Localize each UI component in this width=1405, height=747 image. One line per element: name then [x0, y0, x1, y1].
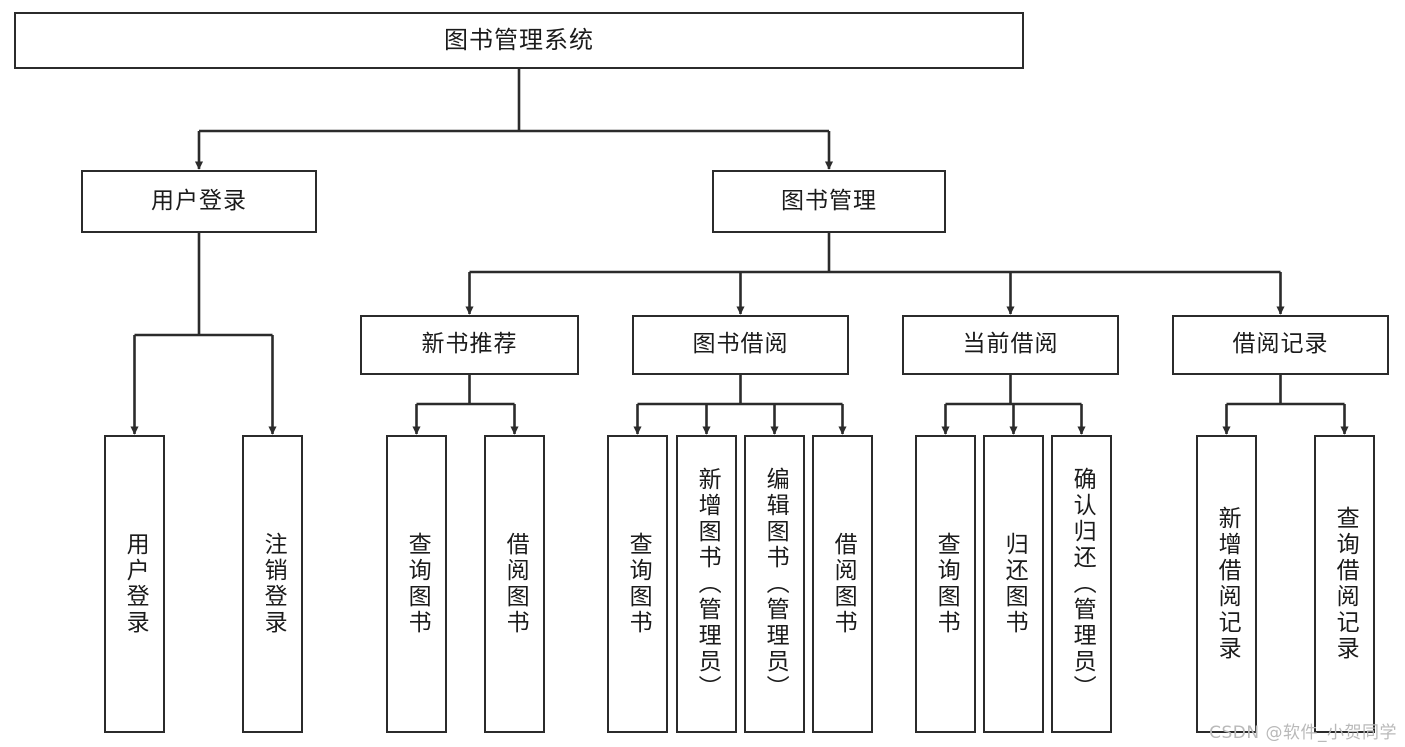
node-leaf-user-login[interactable]: 用户登录 — [104, 435, 165, 733]
node-leaf-rec-query[interactable]: 查询借阅记录 — [1314, 435, 1375, 733]
node-l2-user-login[interactable]: 用户登录 — [81, 170, 317, 233]
node-label: 查询图书 — [933, 532, 960, 636]
csdn-watermark: CSDN @软件_小贺同学 — [1209, 723, 1397, 743]
node-leaf-bb-add[interactable]: 新增图书（管理员） — [676, 435, 737, 733]
node-label: 借阅图书 — [830, 532, 857, 636]
node-label: 新增图书（管理员） — [694, 467, 721, 701]
node-label: 借阅图书 — [502, 532, 529, 636]
node-leaf-bb-borrow[interactable]: 借阅图书 — [812, 435, 873, 733]
node-label: 图书管理 — [781, 187, 877, 214]
node-label: 新增借阅记录 — [1214, 506, 1241, 662]
node-label: 新书推荐 — [421, 331, 518, 358]
node-l3-record[interactable]: 借阅记录 — [1172, 315, 1389, 375]
node-label: 注销登录 — [260, 532, 287, 636]
node-label: 确认归还（管理员） — [1069, 467, 1096, 701]
node-label: 查询图书 — [625, 532, 652, 636]
node-label: 图书管理系统 — [444, 26, 594, 55]
node-leaf-cb-query[interactable]: 查询图书 — [915, 435, 976, 733]
node-leaf-nb-borrow[interactable]: 借阅图书 — [484, 435, 545, 733]
node-label: 查询借阅记录 — [1332, 506, 1359, 662]
node-label: 借阅记录 — [1232, 331, 1329, 358]
node-label: 查询图书 — [404, 532, 431, 636]
node-l3-new-book[interactable]: 新书推荐 — [360, 315, 579, 375]
node-label: 归还图书 — [1001, 532, 1028, 636]
node-leaf-nb-query[interactable]: 查询图书 — [386, 435, 447, 733]
node-leaf-cb-return[interactable]: 归还图书 — [983, 435, 1044, 733]
node-label: 用户登录 — [122, 532, 149, 636]
node-root[interactable]: 图书管理系统 — [14, 12, 1024, 69]
node-leaf-rec-add[interactable]: 新增借阅记录 — [1196, 435, 1257, 733]
node-l3-borrow[interactable]: 图书借阅 — [632, 315, 849, 375]
node-leaf-bb-edit[interactable]: 编辑图书（管理员） — [744, 435, 805, 733]
node-label: 用户登录 — [151, 187, 247, 214]
node-l2-book-manage[interactable]: 图书管理 — [712, 170, 946, 233]
node-label: 当前借阅 — [962, 331, 1059, 358]
node-label: 编辑图书（管理员） — [762, 467, 789, 701]
node-leaf-cb-confirm[interactable]: 确认归还（管理员） — [1051, 435, 1112, 733]
node-label: 图书借阅 — [692, 331, 789, 358]
node-leaf-bb-query[interactable]: 查询图书 — [607, 435, 668, 733]
node-leaf-user-logout[interactable]: 注销登录 — [242, 435, 303, 733]
node-l3-current[interactable]: 当前借阅 — [902, 315, 1119, 375]
